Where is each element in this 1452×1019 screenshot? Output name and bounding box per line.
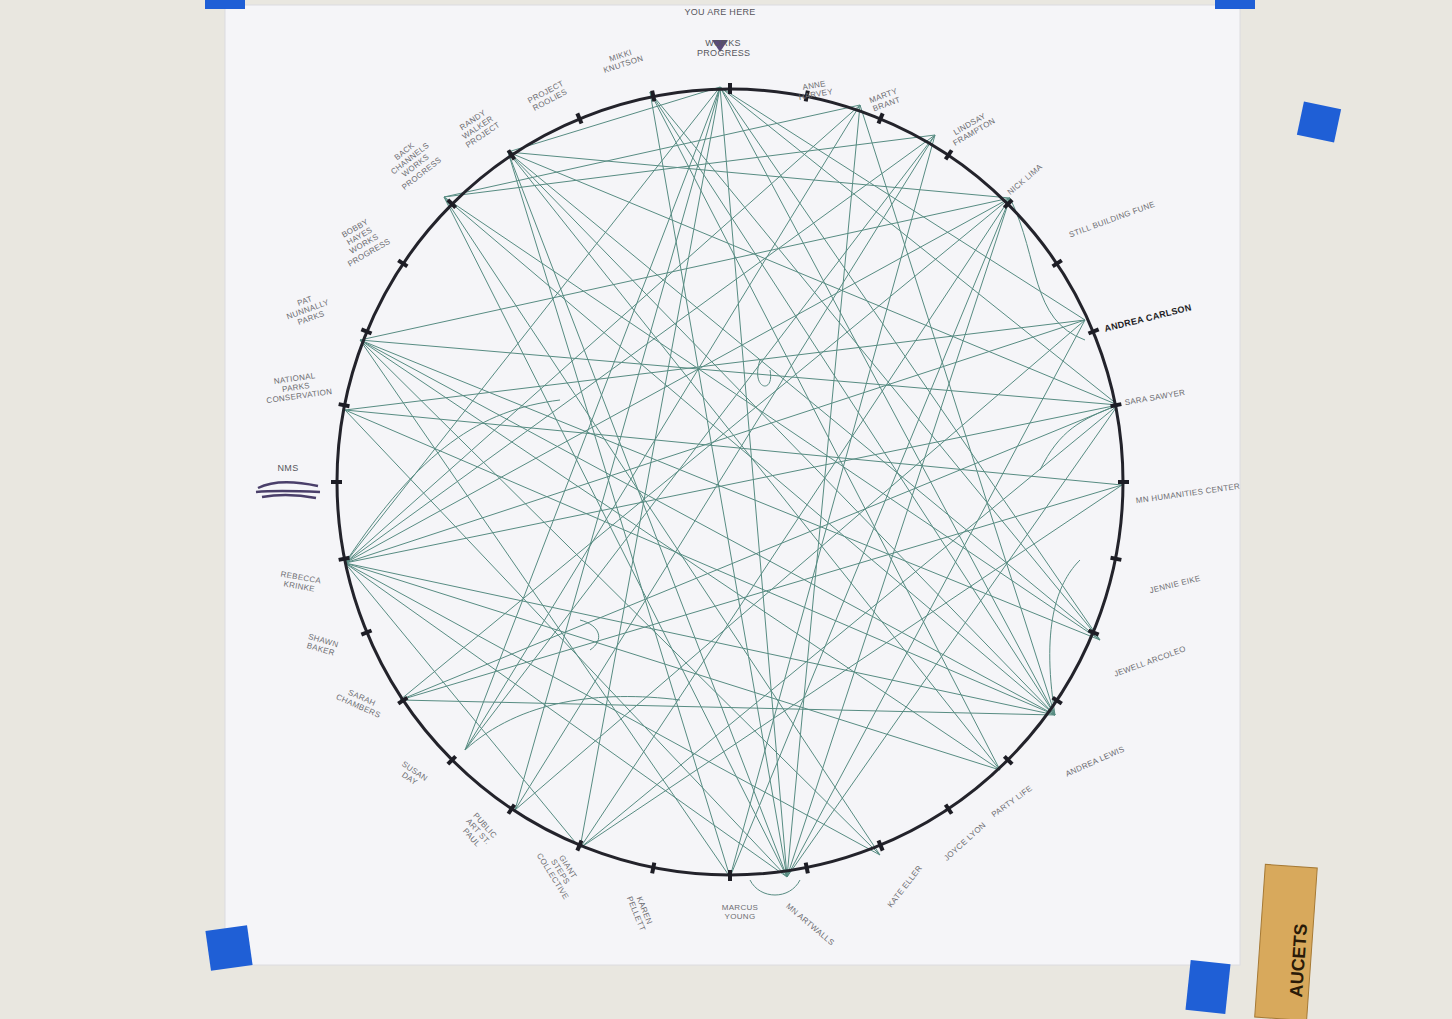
tick-mark	[946, 150, 952, 159]
blue-tape	[205, 0, 245, 9]
blue-tape	[1297, 101, 1341, 142]
tick-mark	[1118, 480, 1129, 484]
tick-mark	[361, 630, 371, 634]
handwritten-label: WORKS PROGRESS	[697, 38, 749, 59]
scribble	[256, 482, 320, 498]
tick-mark	[1053, 698, 1062, 704]
tick-mark	[1088, 630, 1098, 634]
tick-mark	[331, 480, 342, 484]
handwritten-label: NMS	[268, 463, 308, 473]
tick-mark	[946, 805, 952, 814]
circle-frame	[337, 89, 1123, 875]
tick-mark	[361, 329, 371, 333]
tick-mark	[652, 91, 654, 102]
tick-mark	[448, 756, 456, 764]
tick-mark	[448, 200, 456, 208]
tick-mark	[1111, 558, 1122, 560]
blue-tape	[205, 925, 252, 970]
tick-mark	[806, 863, 808, 874]
tick-mark	[398, 260, 407, 266]
tick-mark	[1004, 756, 1012, 764]
ruler	[1255, 864, 1318, 1019]
tick-mark	[508, 805, 514, 814]
handwritten-label: YOU ARE HERE	[665, 7, 775, 17]
tick-mark	[398, 698, 407, 704]
tick-mark	[577, 113, 581, 123]
tick-mark	[728, 83, 732, 94]
tick-mark	[1053, 260, 1062, 266]
tick-mark	[339, 558, 350, 560]
tick-mark	[339, 404, 350, 406]
blue-tape	[1185, 960, 1230, 1014]
tick-mark	[652, 863, 654, 874]
tick-mark	[878, 113, 882, 123]
blue-tape	[1215, 0, 1255, 9]
tick-mark	[878, 840, 882, 850]
tick-mark	[577, 840, 581, 850]
tick-mark	[1004, 200, 1012, 208]
tick-mark	[1088, 329, 1098, 333]
tick-mark	[508, 150, 514, 159]
paper-sheet	[225, 5, 1240, 965]
tick-mark	[1111, 404, 1122, 406]
handwritten-label: MARCUS YOUNG	[716, 903, 764, 921]
thread-lines	[345, 87, 1122, 895]
tick-mark	[728, 870, 732, 881]
